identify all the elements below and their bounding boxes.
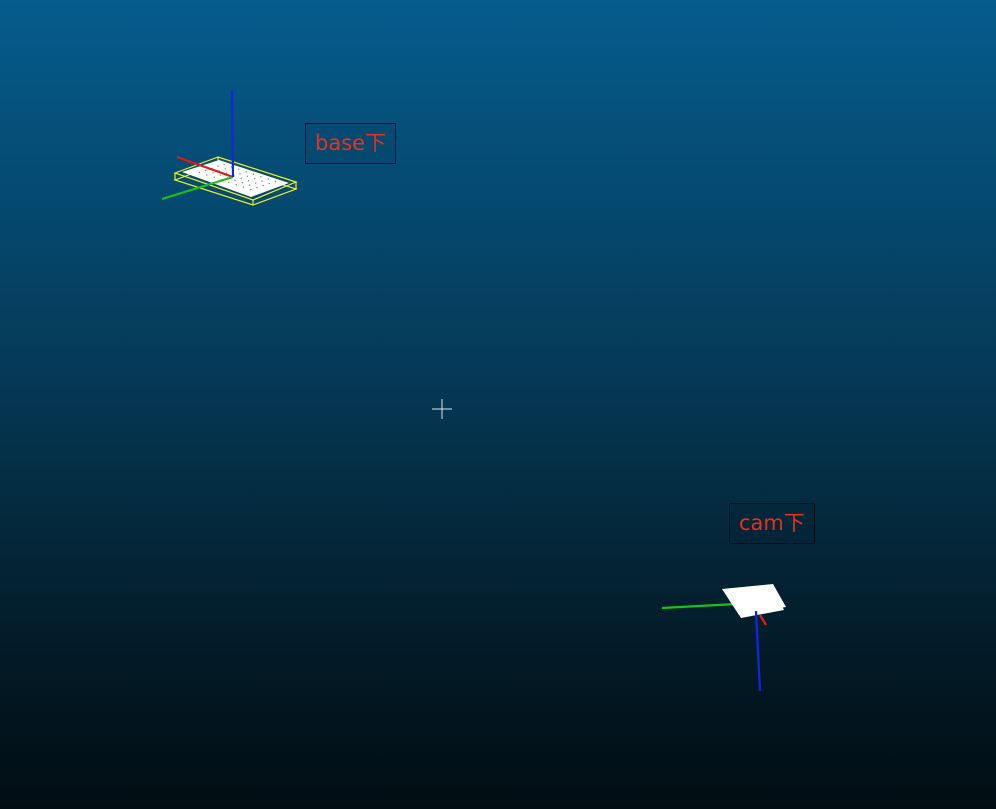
point-dot (268, 182, 270, 185)
point-dot (205, 169, 207, 172)
cam-z-axis (754, 610, 762, 692)
center-crosshair-icon (432, 399, 452, 419)
point-dot (260, 176, 262, 178)
point-dot (256, 186, 258, 189)
cam-label: cam下 (729, 503, 815, 544)
cam-label-text: cam下 (739, 511, 805, 535)
point-dot (254, 178, 256, 180)
base-label: base下 (305, 123, 397, 164)
base-x-axis (176, 155, 234, 179)
point-dot (246, 175, 248, 177)
point-dot (274, 180, 277, 183)
point-dot (206, 174, 208, 176)
point-dot (223, 163, 225, 166)
point-dot (241, 182, 243, 184)
point-dot (240, 177, 242, 179)
point-dot (235, 184, 237, 186)
point-dot (213, 176, 215, 178)
point-dot (252, 173, 255, 175)
point-dot (249, 184, 251, 186)
point-dot (212, 172, 214, 174)
point-dot (267, 178, 269, 180)
cam-x-axis (758, 614, 768, 626)
base-z-axis (230, 89, 235, 178)
point-dot (262, 184, 264, 187)
point-dot (224, 168, 226, 170)
point-dot (255, 182, 257, 184)
point-dot (219, 174, 221, 176)
point-dot (234, 179, 236, 181)
point-dot (247, 180, 250, 182)
base-object (161, 89, 298, 206)
point-dot (238, 168, 240, 170)
point-dot (245, 171, 247, 173)
cam-object (661, 584, 786, 692)
base-y-axis (161, 175, 234, 201)
point-dot (250, 188, 252, 191)
point-dot (228, 181, 230, 183)
cam-point-cloud (722, 584, 786, 618)
point-dot (261, 180, 263, 182)
point-dot (198, 171, 201, 174)
point-dot (217, 165, 219, 168)
point-dot (242, 186, 245, 188)
base-label-text: base下 (315, 131, 387, 155)
point-dot (239, 173, 241, 175)
